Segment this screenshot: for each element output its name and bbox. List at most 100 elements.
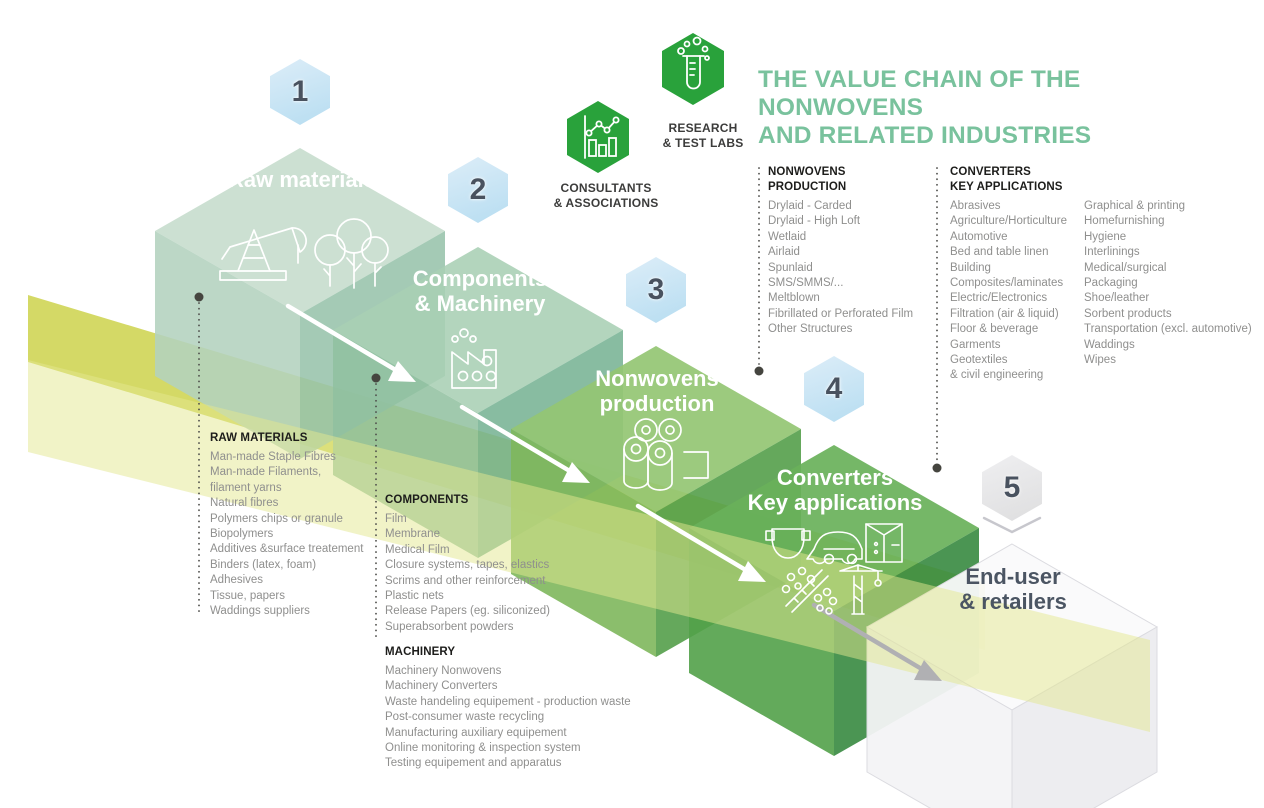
list-item: Drylaid - Carded	[768, 200, 852, 212]
badge-chevrons	[270, 119, 1042, 534]
list-item: Packaging	[1084, 277, 1138, 290]
list-item: Spunlaid	[768, 261, 813, 274]
flow-arrow-2	[459, 404, 590, 483]
flow-arrow-3	[635, 503, 766, 582]
list-item: Shoe/leather	[1084, 292, 1150, 305]
list-item: Machinery Nonwovens	[385, 665, 502, 677]
list-item: Bed and table linen	[950, 246, 1049, 259]
list-heading: CONVERTERS KEY APPLICATIONS	[950, 166, 1063, 193]
leader-dot	[754, 366, 764, 376]
list-item: Abrasives	[950, 200, 1001, 212]
page-title-line1: THE VALUE CHAIN OF THE NONWOVENS	[758, 66, 1081, 121]
list-item: & civil engineering	[950, 369, 1044, 382]
list-item: Online monitoring & inspection system	[385, 742, 581, 755]
list-item: Meltblown	[768, 292, 820, 305]
list-item: Film	[385, 513, 407, 525]
list-item: Superabsorbent powders	[385, 620, 514, 633]
chevron-down-icon	[448, 218, 508, 236]
list-item: Fibrillated or Perforated Film	[768, 307, 914, 320]
chevron-down-icon	[270, 119, 330, 137]
car-icon	[806, 531, 863, 565]
list-item: Automotive	[950, 230, 1008, 243]
research-hexagon	[662, 33, 724, 105]
abrasives-icon	[781, 566, 838, 615]
list-item: Biopolymers	[210, 528, 274, 541]
list-item: Floor & beverage	[950, 323, 1039, 336]
list-item: Interlinings	[1084, 246, 1140, 259]
test-tube-icon	[677, 36, 710, 90]
leader-dot	[371, 373, 381, 383]
flow-arrows	[285, 303, 942, 681]
list-item: Waddings	[1084, 338, 1135, 351]
list-item: Plastic nets	[385, 590, 444, 603]
trees-icon	[314, 218, 389, 289]
chevron-down-icon	[804, 417, 864, 435]
stage-label-nonwovens-production: Nonwovens production	[595, 366, 719, 416]
list-item: Agriculture/Horticulture	[950, 215, 1067, 228]
list-item: Testing equipement and apparatus	[385, 757, 562, 770]
flow-arrow-1	[285, 303, 416, 382]
list-item: Manufacturing auxiliary equipement	[385, 726, 567, 739]
research-label: RESEARCH & TEST LABS	[662, 121, 744, 150]
list-heading: MACHINERY	[385, 646, 456, 658]
list-heading: NONWOVENS PRODUCTION	[768, 166, 847, 193]
list-item: Medical/surgical	[1084, 261, 1167, 274]
leader-lines	[198, 167, 938, 641]
stage-number: 3	[647, 273, 665, 306]
leader-dot	[194, 292, 204, 302]
list-item: Other Structures	[768, 323, 853, 336]
oil-pump-icon	[219, 227, 307, 281]
list-item: Graphical & printing	[1084, 200, 1185, 212]
stage-label-components-machinery: Components & Machinery	[412, 266, 548, 316]
list-item: Hygiene	[1084, 230, 1127, 243]
list-item: Polymers chips or granule	[210, 512, 343, 525]
bar-chart-icon	[584, 115, 620, 159]
list-item: Geotextiles	[950, 354, 1008, 367]
page-title: THE VALUE CHAIN OF THE NONWOVENS AND REL…	[758, 66, 1238, 150]
crane-icon	[839, 564, 883, 615]
list-item: Release Papers (eg. siliconized)	[385, 605, 550, 618]
list-item: Filtration (air & liquid)	[950, 307, 1059, 320]
list-item: Waste handeling equipement - production …	[385, 695, 631, 708]
list-item: SMS/SMMS/...	[768, 277, 844, 290]
list-item: Airlaid	[768, 246, 800, 259]
page-title-line2: AND RELATED INDUSTRIES	[758, 122, 1092, 149]
leader-dot	[932, 463, 942, 473]
list-item: Homefurnishing	[1084, 215, 1165, 228]
list-item: Medical Film	[385, 543, 450, 556]
list-item: Garments	[950, 338, 1001, 351]
stage-label-end-user: End-user & retailers	[959, 564, 1067, 614]
list-item: Natural fibres	[210, 497, 279, 510]
diaper-icon	[765, 528, 811, 559]
list-heading: COMPONENTS	[385, 494, 469, 506]
list-item: Building	[950, 261, 991, 274]
stage-number: 1	[291, 75, 309, 108]
list-heading: RAW MATERIALS	[210, 432, 308, 444]
list-item: Binders (latex, foam)	[210, 558, 317, 571]
list-item: Adhesives	[210, 574, 264, 587]
list-item: Scrims and other reinforcement	[385, 574, 546, 587]
list-item: filament yarns	[210, 481, 282, 494]
factory-icon	[451, 328, 497, 389]
list-item: Machinery Converters	[385, 680, 498, 693]
list-item: Waddings suppliers	[210, 605, 310, 618]
consultants-label: CONSULTANTS & ASSOCIATIONS	[553, 181, 659, 210]
fabric-rolls-icon	[623, 418, 709, 491]
stage-number: 5	[1003, 471, 1021, 504]
chevron-down-icon	[626, 318, 686, 336]
list-item: Man-made Staple Fibres	[210, 451, 336, 463]
list-item: Membrane	[385, 528, 440, 541]
leader-dots	[194, 292, 942, 473]
